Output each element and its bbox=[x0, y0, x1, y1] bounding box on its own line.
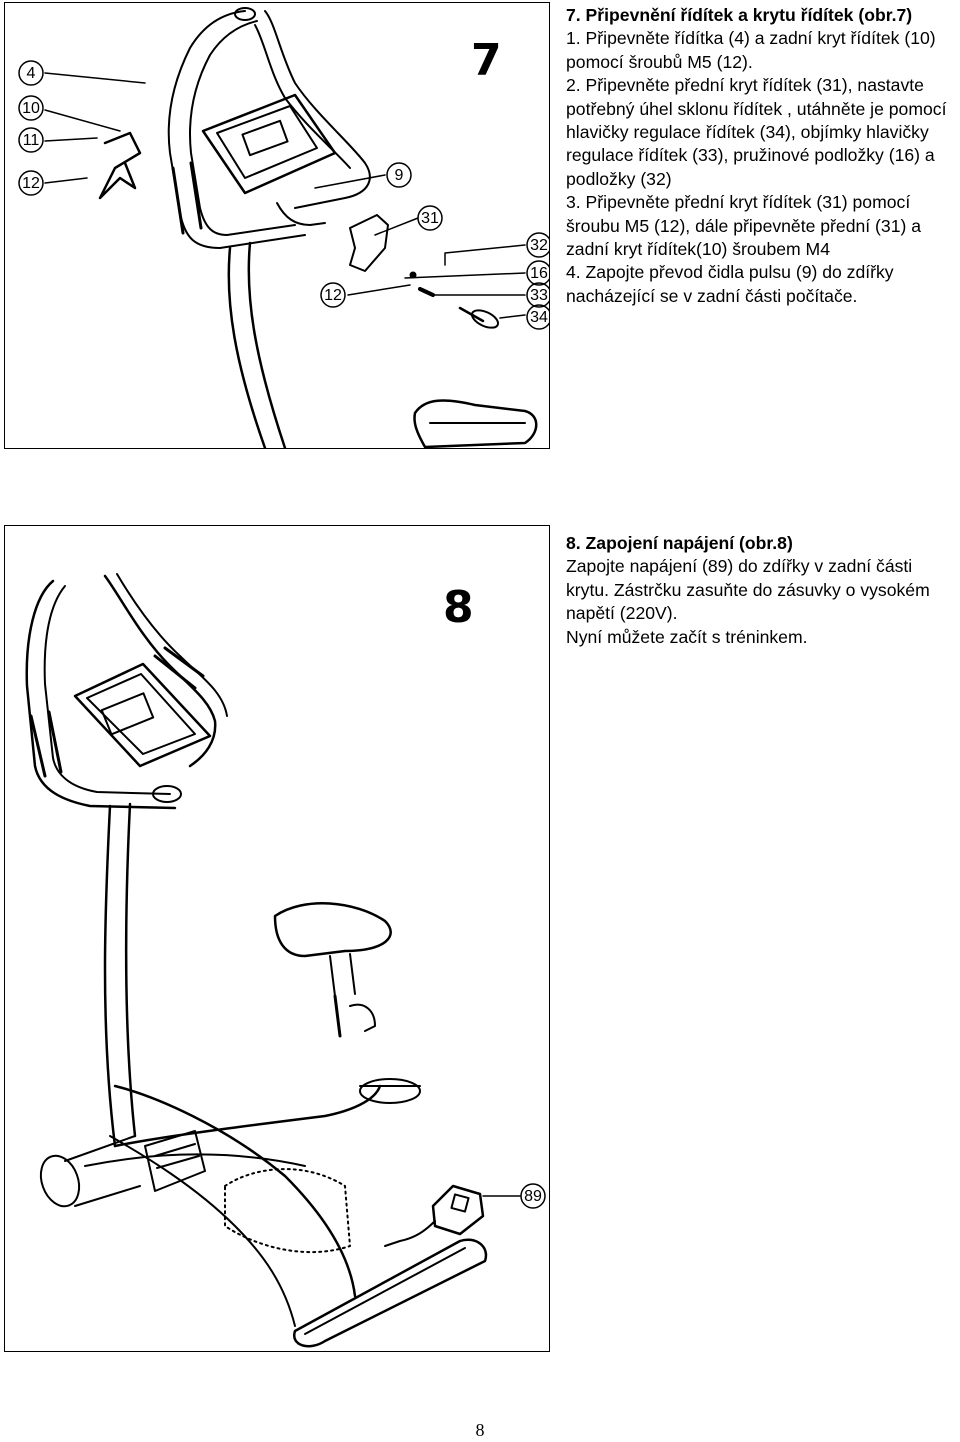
callout-31: 31 bbox=[421, 210, 439, 227]
figure-7-handlebar-assembly: 4 10 11 12 9 31 32 16 12 33 34 7 bbox=[4, 2, 550, 449]
section-8-heading: 8. Zapojení napájení (obr.8) bbox=[566, 533, 793, 553]
section-8-closing: Nyní můžete začít s tréninkem. bbox=[566, 626, 808, 647]
page-number: 8 bbox=[475, 1420, 485, 1440]
section-7-step-4: 4. Zapojte převod čidla pulsu (9) do zdí… bbox=[566, 262, 894, 306]
section-8-text: 8. Zapojení napájení (obr.8) Zapojte nap… bbox=[566, 532, 958, 649]
handlebar-diagram: 4 10 11 12 9 31 32 16 12 33 34 bbox=[18, 7, 549, 448]
callout-33: 33 bbox=[530, 287, 548, 304]
callout-32: 32 bbox=[530, 237, 548, 254]
figure-8-number: 8 bbox=[443, 582, 474, 633]
callout-89: 89 bbox=[524, 1188, 542, 1205]
section-7-text: 7. Připevnění řídítek a krytu řídítek (o… bbox=[566, 4, 958, 308]
callout-10: 10 bbox=[22, 100, 40, 117]
section-7-step-3: 3. Připevněte přední kryt řídítek (31) p… bbox=[566, 192, 922, 260]
callout-12-bolt: 12 bbox=[324, 287, 342, 304]
figure-8-power-connection: 89 8 bbox=[4, 525, 550, 1352]
callout-11: 11 bbox=[23, 132, 40, 149]
section-7-heading: 7. Připevnění řídítek a krytu řídítek (o… bbox=[566, 5, 913, 25]
callout-34: 34 bbox=[530, 309, 548, 326]
section-7-step-1: 1. Připevněte řídítka (4) a zadní kryt ř… bbox=[566, 28, 936, 72]
callout-16: 16 bbox=[530, 265, 548, 282]
callout-4: 4 bbox=[27, 65, 36, 82]
callout-12: 12 bbox=[22, 175, 40, 192]
section-8-instruction: Zapojte napájení (89) do zdířky v zadní … bbox=[566, 556, 930, 624]
exercise-bike-diagram: 89 bbox=[25, 573, 546, 1348]
section-7-step-2: 2. Připevněte přední kryt řídítek (31), … bbox=[566, 75, 947, 189]
callout-9: 9 bbox=[395, 167, 404, 184]
figure-7-number: 7 bbox=[471, 35, 502, 86]
